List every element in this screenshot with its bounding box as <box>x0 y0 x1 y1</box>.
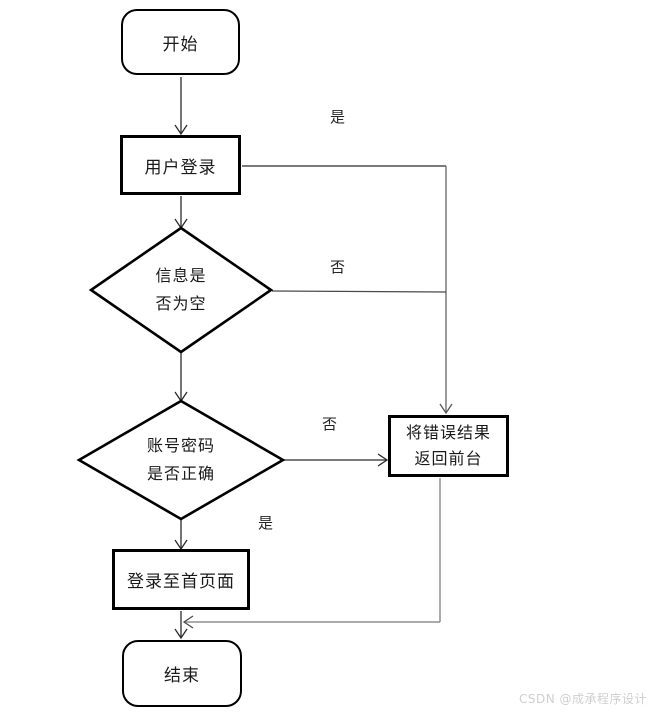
edge-label-credentials-yes: 是 <box>258 514 274 532</box>
edge-login-yes-branch <box>242 165 453 415</box>
decision-diamond-credentials <box>76 399 286 521</box>
decision-info-empty-line1: 信息是 <box>155 266 207 285</box>
edge-label-info-empty-no: 否 <box>330 258 346 276</box>
edge-label-login-yes: 是 <box>330 108 346 126</box>
decision-diamond-info-empty <box>88 226 274 354</box>
node-error-return-line1: 将错误结果 <box>405 423 491 442</box>
node-login-home: 登录至首页面 <box>112 549 250 610</box>
decision-info-empty-label: 信息是 否为空 <box>121 262 241 318</box>
node-start: 开始 <box>121 9 240 75</box>
node-error-return-line2: 返回前台 <box>414 449 483 468</box>
edge-label-credentials-no: 否 <box>322 415 338 433</box>
edge-error-feedback <box>182 478 441 629</box>
node-login-home-label: 登录至首页面 <box>127 572 235 592</box>
node-end-label: 结束 <box>164 666 200 686</box>
edge-info-empty-no-branch <box>271 290 447 293</box>
node-end: 结束 <box>122 640 242 707</box>
node-user-login: 用户登录 <box>120 135 241 195</box>
node-start-label: 开始 <box>162 34 199 55</box>
edge-home-to-end <box>174 611 188 640</box>
decision-credentials-line2: 是否正确 <box>146 464 215 483</box>
decision-info-empty-line2: 否为空 <box>155 294 207 313</box>
node-user-login-label: 用户登录 <box>144 157 217 178</box>
edge-credcheck-to-home <box>174 520 188 551</box>
decision-credentials-label: 账号密码 是否正确 <box>111 432 251 488</box>
edge-credentials-no-branch <box>284 453 389 467</box>
csdn-watermark: CSDN @成承程序设计 <box>518 692 647 706</box>
node-error-return: 将错误结果 返回前台 <box>388 415 509 477</box>
edge-start-to-login <box>174 77 188 136</box>
decision-credentials-line1: 账号密码 <box>146 436 215 455</box>
edge-infocheck-to-credcheck <box>174 353 188 403</box>
edge-login-to-infocheck <box>174 196 188 230</box>
